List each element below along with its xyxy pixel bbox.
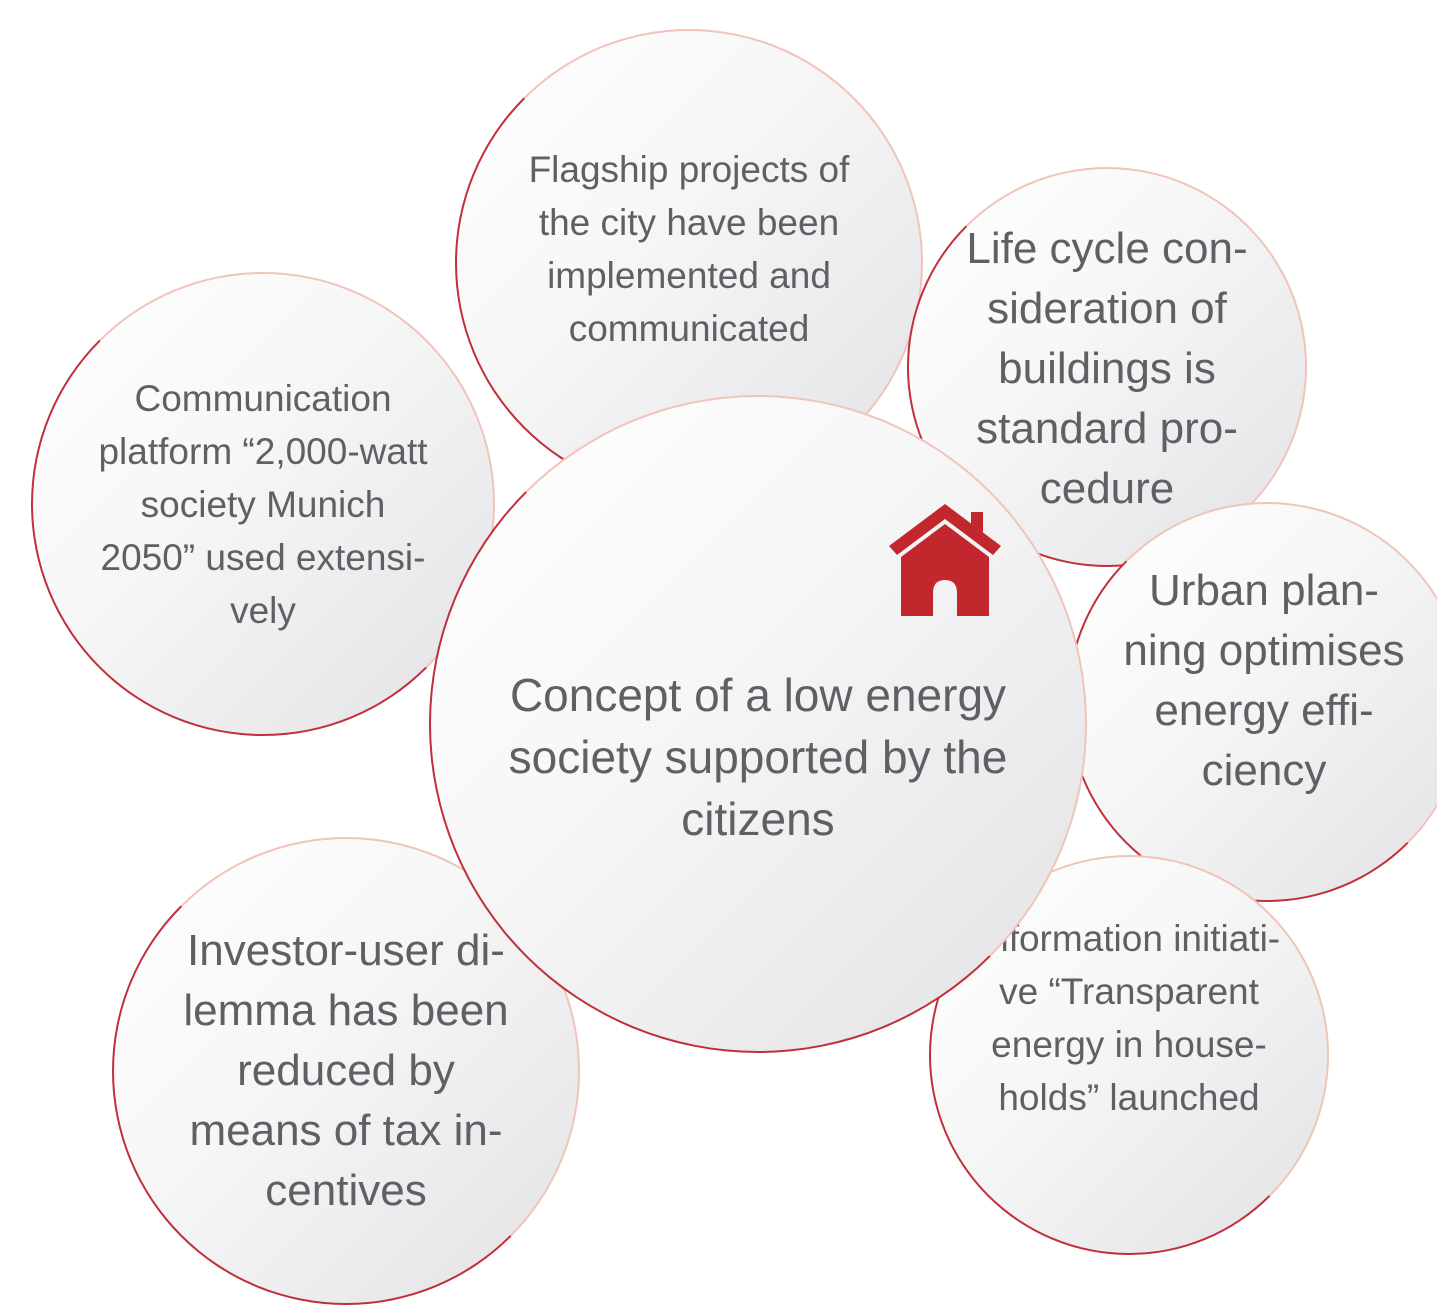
house-icon	[889, 504, 1001, 616]
house-chimney	[971, 512, 983, 532]
communication-platform-bubble: Communication platform “2,000-watt socie…	[31, 272, 495, 736]
urban-planning-bubble: Urban plan- ning optimises energy effi- …	[1067, 502, 1437, 902]
central-concept-text: Concept of a low energy society supporte…	[508, 669, 1008, 845]
investor-user-text: Investor-user di- lemma has been reduced…	[183, 926, 509, 1215]
information-initiative-text: Information initiati- ve “Transparent en…	[977, 917, 1281, 1118]
urban-planning-text: Urban plan- ning optimises energy effi- …	[1123, 566, 1405, 795]
house-body	[901, 524, 989, 616]
central-concept-bubble: Concept of a low energy society supporte…	[429, 395, 1087, 1053]
life-cycle-bubble: Life cycle con- sideration of buildings …	[907, 167, 1307, 567]
life-cycle-text: Life cycle con- sideration of buildings …	[966, 224, 1248, 513]
flagship-projects-text: Flagship projects of the city have been …	[528, 149, 850, 349]
communication-platform-text: Communication platform “2,000-watt socie…	[98, 377, 428, 631]
